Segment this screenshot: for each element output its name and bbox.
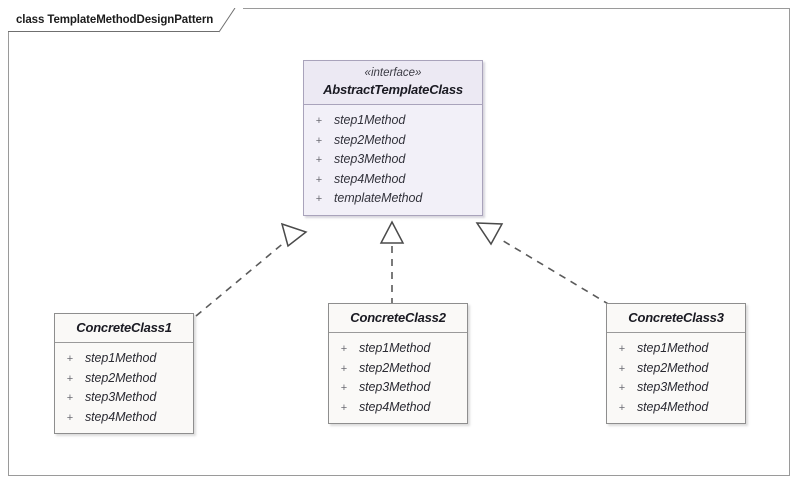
frame-tab-diagonal-corner	[219, 8, 243, 33]
member-row: + templateMethod	[304, 189, 476, 209]
member-visibility: +	[340, 401, 348, 414]
member-name: step3Method	[359, 380, 431, 394]
member-visibility: +	[315, 115, 323, 127]
member-name: step2Method	[85, 370, 157, 385]
class-name-concrete-class-2: ConcreteClass2	[350, 310, 446, 325]
member-name: step1Method	[334, 113, 406, 127]
member-row: + step3Method	[607, 378, 739, 398]
class-header-concrete-class-1: ConcreteClass1	[55, 314, 193, 343]
member-name: step1Method	[359, 341, 431, 355]
class-box-concrete-class-1[interactable]: ConcreteClass1 + step1Method + step2Meth…	[54, 313, 194, 434]
class-header-abstract-template-class: «interface» AbstractTemplateClass	[304, 61, 482, 105]
class-stereotype: «interface»	[364, 67, 422, 79]
class-header-concrete-class-2: ConcreteClass2	[329, 304, 467, 333]
member-name: templateMethod	[334, 191, 423, 205]
member-name: step1Method	[637, 341, 709, 355]
member-visibility: +	[66, 372, 74, 385]
class-box-concrete-class-3[interactable]: ConcreteClass3 + step1Method + step2Meth…	[606, 303, 746, 424]
class-header-concrete-class-3: ConcreteClass3	[607, 304, 745, 333]
member-row: + step2Method	[329, 359, 461, 379]
frame-tab-label: class TemplateMethodDesignPattern	[16, 13, 214, 26]
member-row: + step1Method	[329, 339, 461, 359]
member-visibility: +	[315, 173, 323, 186]
member-visibility: +	[618, 362, 626, 375]
member-name: step4Method	[637, 399, 709, 414]
member-row: + step2Method	[607, 359, 739, 379]
class-box-concrete-class-2[interactable]: ConcreteClass2 + step1Method + step2Meth…	[328, 303, 468, 424]
member-visibility: +	[66, 411, 74, 424]
class-name-concrete-class-3: ConcreteClass3	[628, 310, 724, 325]
member-visibility: +	[618, 343, 626, 355]
member-row: + step4Method	[607, 398, 739, 418]
member-name: step3Method	[85, 390, 157, 404]
member-row: + step2Method	[304, 131, 476, 151]
member-row: + step3Method	[304, 150, 476, 170]
member-visibility: +	[340, 362, 348, 375]
class-box-abstract-template-class[interactable]: «interface» AbstractTemplateClass + step…	[303, 60, 483, 216]
frame-tab: class TemplateMethodDesignPattern	[8, 8, 244, 33]
member-visibility: +	[618, 401, 626, 414]
member-row: + step1Method	[55, 349, 187, 369]
class-name-abstract-template-class: AbstractTemplateClass	[323, 82, 463, 97]
frame-tab-body: class TemplateMethodDesignPattern	[8, 8, 220, 32]
member-visibility: +	[66, 392, 74, 404]
class-members-concrete-class-1: + step1Method + step2Method + step3Metho…	[55, 343, 193, 433]
member-row: + step4Method	[304, 170, 476, 190]
member-row: + step4Method	[55, 408, 187, 428]
class-members-concrete-class-2: + step1Method + step2Method + step3Metho…	[329, 333, 467, 423]
member-name: step2Method	[359, 360, 431, 375]
member-row: + step2Method	[55, 369, 187, 389]
member-name: step4Method	[85, 409, 157, 424]
member-visibility: +	[340, 343, 348, 355]
class-members-abstract-template-class: + step1Method + step2Method + step3Metho…	[304, 105, 482, 215]
class-members-concrete-class-3: + step1Method + step2Method + step3Metho…	[607, 333, 745, 423]
member-visibility: +	[315, 193, 323, 205]
member-row: + step1Method	[304, 111, 476, 131]
class-name-concrete-class-1: ConcreteClass1	[76, 320, 172, 335]
member-visibility: +	[618, 382, 626, 394]
member-row: + step1Method	[607, 339, 739, 359]
member-row: + step3Method	[329, 378, 461, 398]
member-visibility: +	[315, 134, 323, 147]
member-name: step4Method	[359, 399, 431, 414]
member-row: + step3Method	[55, 388, 187, 408]
member-name: step2Method	[334, 132, 406, 147]
member-row: + step4Method	[329, 398, 461, 418]
member-name: step1Method	[85, 351, 157, 365]
member-name: step4Method	[334, 171, 406, 186]
member-visibility: +	[66, 353, 74, 365]
member-name: step3Method	[637, 380, 709, 394]
member-name: step2Method	[637, 360, 709, 375]
member-name: step3Method	[334, 152, 406, 166]
member-visibility: +	[340, 382, 348, 394]
member-visibility: +	[315, 154, 323, 166]
